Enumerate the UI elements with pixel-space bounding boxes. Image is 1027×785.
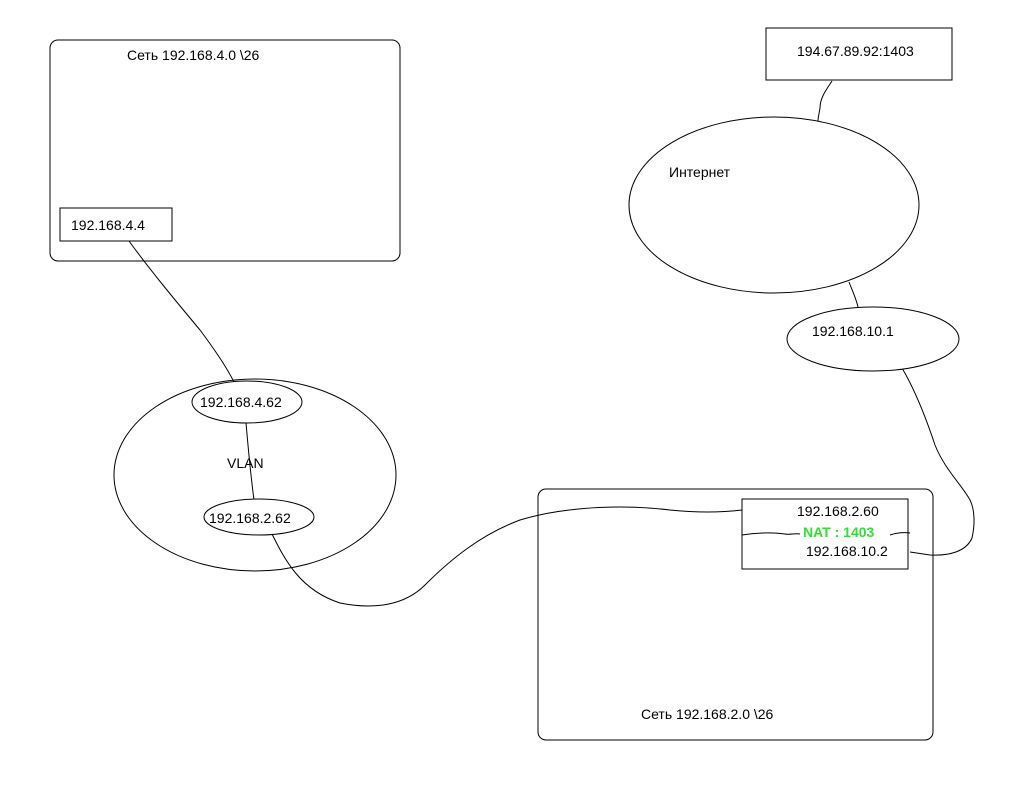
vlan-if-4-label: 192.168.4.62 (200, 394, 282, 410)
link-vlan-to-router (271, 506, 743, 607)
link-host-to-vlan (128, 240, 235, 383)
server-label: 194.67.89.92:1403 (797, 43, 914, 59)
host-4-label: 192.168.4.4 (71, 217, 145, 233)
network-2-frame (537, 488, 934, 741)
router-box (741, 498, 909, 570)
network-4-title: Сеть 192.168.4.0 \26 (127, 47, 260, 63)
network-2-title: Сеть 192.168.2.0 \26 (641, 706, 774, 722)
router-lan-label: 192.168.2.60 (797, 503, 879, 519)
link-internet-gateway (848, 281, 859, 308)
vlan-label: VLAN (227, 455, 264, 471)
vlan-if-2-label: 192.168.2.62 (209, 510, 291, 526)
vlan-if-4-ellipse (191, 380, 303, 424)
link-internet-server (817, 80, 833, 122)
vlan-ellipse (113, 378, 397, 572)
network-4-frame (49, 39, 401, 262)
gateway-ellipse (786, 306, 960, 372)
vlan-if-2-ellipse (203, 498, 315, 536)
internet-label: Интернет (669, 164, 731, 180)
internet-ellipse (628, 116, 920, 294)
link-gateway-to-router (901, 367, 975, 556)
router-nat-line (741, 532, 911, 536)
server-box (765, 27, 953, 81)
host-4-box (59, 207, 173, 242)
gateway-label: 192.168.10.1 (812, 323, 894, 339)
link-vlan-internal (245, 422, 255, 501)
router-nat-label: NAT : 1403 (803, 524, 875, 540)
router-wan-label: 192.168.10.2 (806, 543, 888, 559)
